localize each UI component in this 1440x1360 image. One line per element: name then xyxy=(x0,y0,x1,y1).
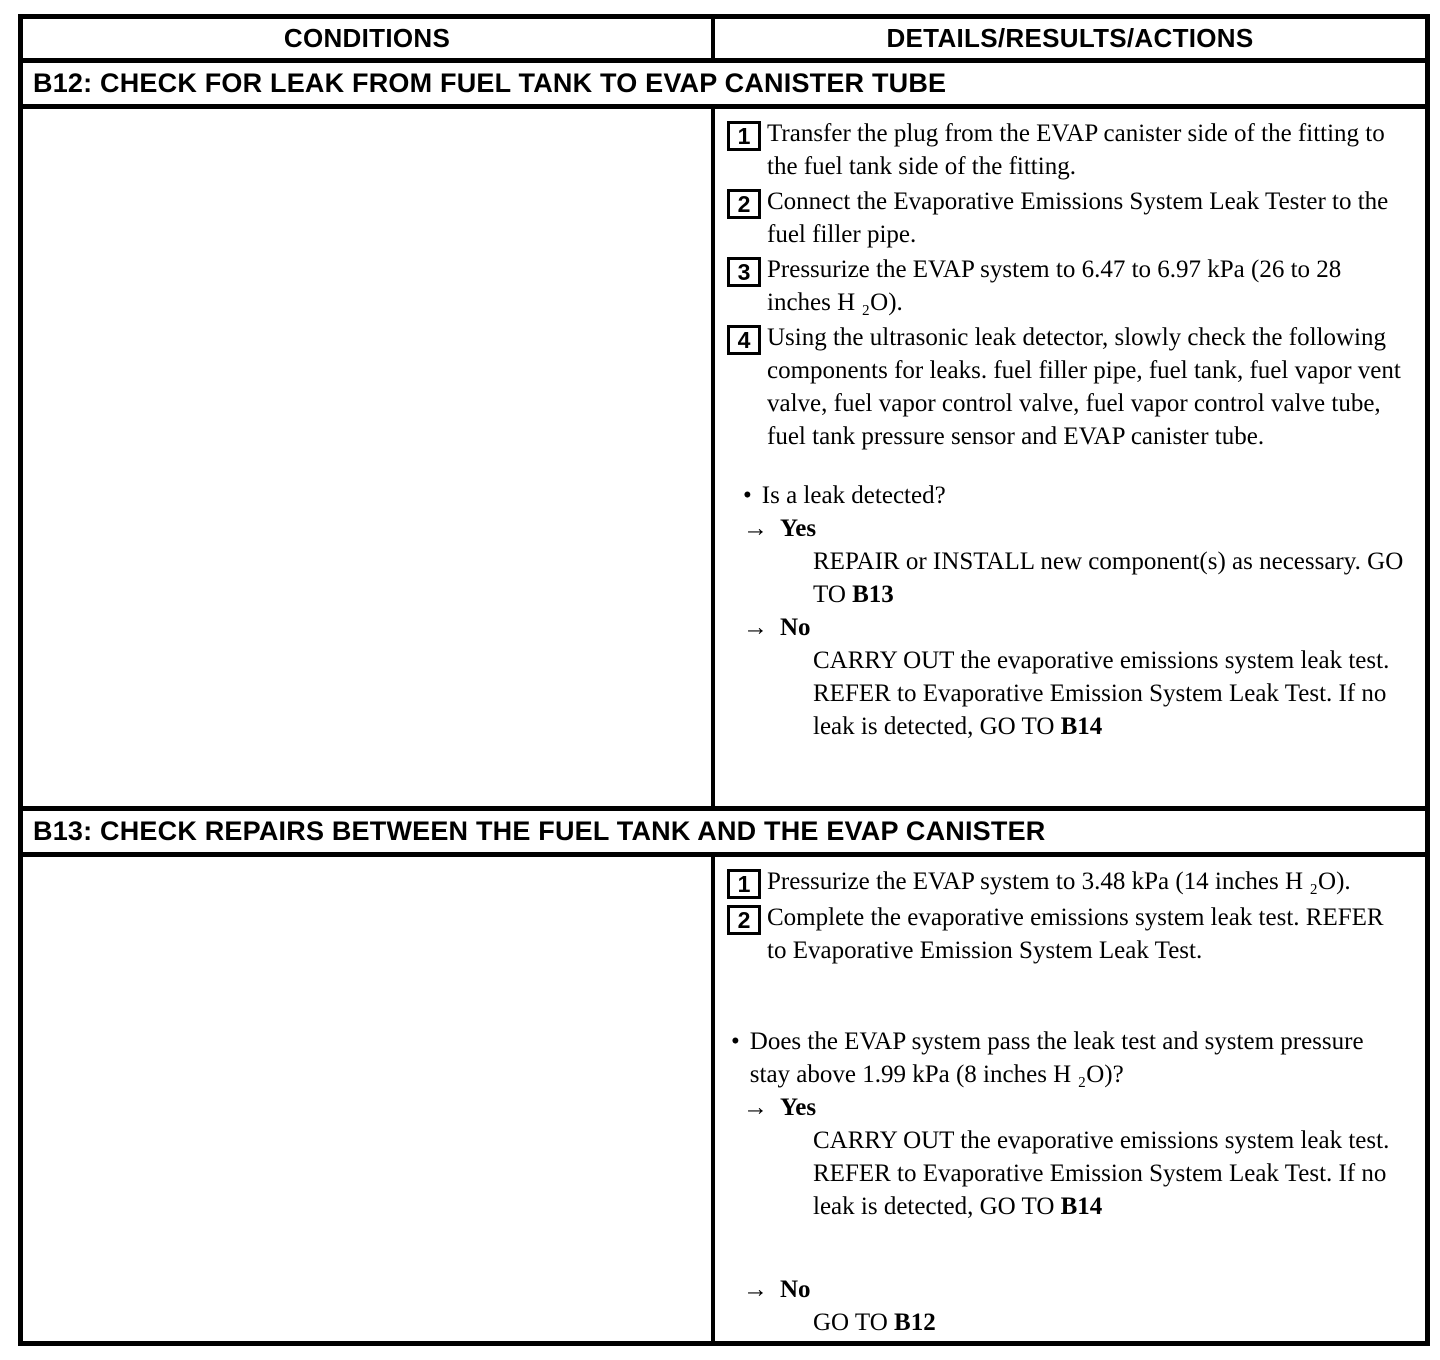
details-cell-b13: 1 Pressurize the EVAP system to 3.48 kPa… xyxy=(715,857,1425,1345)
section-b12-row: 1 Transfer the plug from the EVAP canist… xyxy=(23,109,1425,811)
arrow-icon: → xyxy=(743,1276,768,1303)
step-b12-4: 4 Using the ultrasonic leak detector, sl… xyxy=(727,321,1409,453)
branch-yes-action-b13: CARRY OUT the evaporative emissions syst… xyxy=(813,1127,1390,1220)
conditions-column-header: CONDITIONS xyxy=(23,19,715,58)
bullet-icon: • xyxy=(743,482,752,509)
details-column-header: DETAILS/RESULTS/ACTIONS xyxy=(886,23,1254,53)
bullet-icon: • xyxy=(731,1028,740,1055)
step-number-box: 2 xyxy=(727,189,761,219)
question-b13: • Does the EVAP system pass the leak tes… xyxy=(731,1025,1409,1091)
question-b12: • Is a leak detected? xyxy=(743,479,1409,512)
branch-no-b12: → No xyxy=(743,611,1409,644)
step-number-box: 3 xyxy=(727,257,761,287)
branch-label-text: Yes xyxy=(780,515,817,542)
branch-yes-b13: → Yes xyxy=(743,1091,1409,1124)
question-text: Does the EVAP system pass the leak test … xyxy=(749,1028,1364,1088)
branch-no-b13: → No xyxy=(743,1273,1409,1306)
section-title-b13: B13: CHECK REPAIRS BETWEEN THE FUEL TANK… xyxy=(23,811,1425,857)
branch-no-action-b12: CARRY OUT the evaporative emissions syst… xyxy=(813,647,1390,740)
step-text: Using the ultrasonic leak detector, slow… xyxy=(767,324,1401,450)
details-cell-b12: 1 Transfer the plug from the EVAP canist… xyxy=(715,109,1425,806)
section-title-b12: B12: CHECK FOR LEAK FROM FUEL TANK TO EV… xyxy=(23,63,1425,109)
table-header-row: CONDITIONS DETAILS/RESULTS/ACTIONS xyxy=(23,19,1425,63)
branch-no-action-b13: GO TO B12 xyxy=(813,1309,936,1336)
arrow-icon: → xyxy=(743,614,768,641)
step-number-box: 2 xyxy=(727,905,761,935)
step-b12-3: 3 Pressurize the EVAP system to 6.47 to … xyxy=(727,253,1409,319)
step-text: Complete the evaporative emissions syste… xyxy=(767,904,1384,964)
step-b13-1: 1 Pressurize the EVAP system to 3.48 kPa… xyxy=(727,865,1409,899)
branch-yes-action-b12: REPAIR or INSTALL new component(s) as ne… xyxy=(813,548,1404,608)
branch-yes-b12: → Yes xyxy=(743,512,1409,545)
conditions-cell-b12 xyxy=(23,109,715,806)
step-b13-2: 2 Complete the evaporative emissions sys… xyxy=(727,901,1409,967)
step-number-box: 1 xyxy=(727,121,761,151)
step-number-box: 1 xyxy=(727,869,761,899)
step-text: Pressurize the EVAP system to 6.47 to 6.… xyxy=(767,256,1342,316)
step-text: Connect the Evaporative Emissions System… xyxy=(767,188,1389,248)
question-text: Is a leak detected? xyxy=(761,482,946,509)
step-b12-2: 2 Connect the Evaporative Emissions Syst… xyxy=(727,185,1409,251)
step-text: Pressurize the EVAP system to 3.48 kPa (… xyxy=(767,868,1351,895)
arrow-icon: → xyxy=(743,515,768,542)
branch-label-text: No xyxy=(780,614,811,641)
branch-label-text: No xyxy=(780,1276,811,1303)
conditions-cell-b13 xyxy=(23,857,715,1345)
step-number-box: 4 xyxy=(727,325,761,355)
step-text: Transfer the plug from the EVAP canister… xyxy=(767,120,1385,180)
arrow-icon: → xyxy=(743,1094,768,1121)
section-b13-row: 1 Pressurize the EVAP system to 3.48 kPa… xyxy=(23,857,1425,1345)
branch-label-text: Yes xyxy=(780,1094,817,1121)
diagnostic-table: CONDITIONS DETAILS/RESULTS/ACTIONS B12: … xyxy=(18,14,1430,1346)
step-b12-1: 1 Transfer the plug from the EVAP canist… xyxy=(727,117,1409,183)
